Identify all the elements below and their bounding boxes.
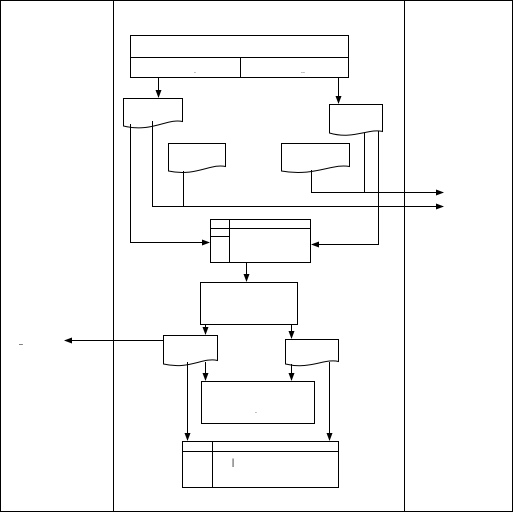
final-ledger-label: |	[232, 457, 234, 467]
arrow-doc-top-right-to-ledger	[311, 131, 379, 248]
doc-top-right	[329, 104, 383, 136]
doc-low-left	[163, 335, 218, 366]
process-box	[200, 282, 298, 325]
result-box	[201, 381, 315, 424]
arrow-doc-top-left-to-ledger	[130, 124, 210, 246]
header-box-frame	[130, 35, 349, 78]
final-ledger-box	[182, 441, 339, 488]
side-mark-label: –	[19, 341, 23, 348]
arrow-doc-top-left-out-right	[152, 121, 444, 210]
header-box-right-cell: ..	[301, 68, 305, 75]
doc-top-left	[123, 98, 183, 129]
ledger-box	[210, 219, 311, 263]
ledger-box-frame	[210, 219, 311, 263]
doc-low-right	[285, 339, 339, 367]
result-box-label: .	[255, 408, 257, 415]
doc-mid-left	[168, 143, 226, 173]
final-ledger-frame	[182, 441, 339, 488]
header-box: . ..	[130, 35, 349, 78]
header-box-left-cell: .	[194, 68, 196, 75]
doc-mid-right	[281, 143, 350, 173]
arrow-doc-mid-right-out-right	[311, 170, 444, 196]
